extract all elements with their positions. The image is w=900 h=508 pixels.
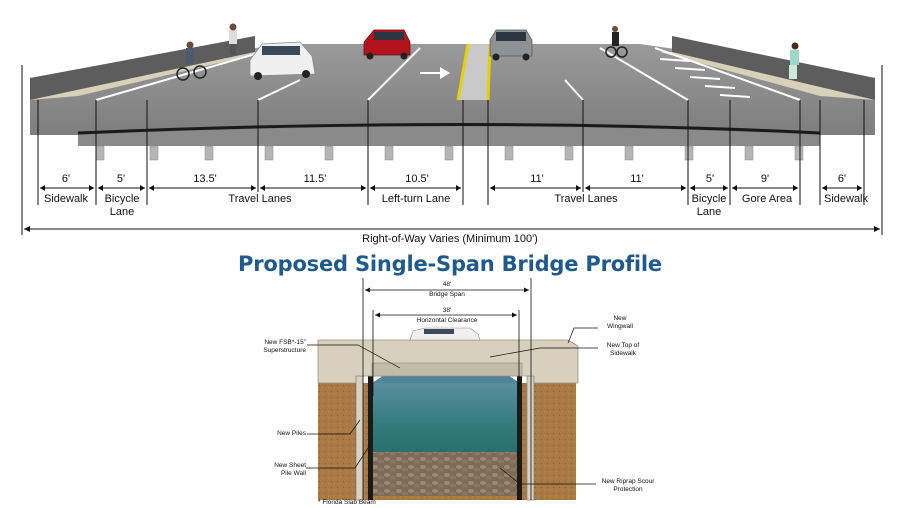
pile-left <box>355 375 364 501</box>
callout-wingwall-1: New <box>613 315 627 322</box>
right-sidewalk <box>660 52 875 100</box>
callout-piles: New Piles <box>277 430 306 437</box>
bridge-profile <box>306 278 598 501</box>
dim-gore: 9' <box>760 173 770 185</box>
label-bike-left-1: Bicycle <box>104 193 140 205</box>
turn-arrow-marking <box>420 67 450 79</box>
callout-top-sidewalk-1: New Top of <box>606 342 640 349</box>
span-value: 48' <box>442 281 452 288</box>
callout-superstructure-1: New FSB*-15" <box>264 339 306 346</box>
left-barrier <box>30 36 255 100</box>
label-left-turn: Left-turn Lane <box>381 193 451 205</box>
label-bike-right-1: Bicycle <box>691 193 727 205</box>
dim-bike-right: 5' <box>705 173 715 185</box>
callout-top-sidewalk-2: Sidewalk <box>609 350 636 357</box>
riprap <box>372 452 520 496</box>
page-title: Proposed Single-Span Bridge Profile <box>238 252 662 276</box>
label-travel-left: Travel Lanes <box>228 193 292 205</box>
label-sidewalk-left: Sidewalk <box>43 193 89 205</box>
callout-leaders <box>306 327 598 485</box>
road-surface <box>30 44 875 135</box>
pedestrian-right <box>789 42 799 79</box>
white-car <box>249 41 316 80</box>
dim-sidewalk-left: 6' <box>61 173 71 185</box>
label-gore: Gore Area <box>741 193 793 205</box>
dim-left-turn: 10.5' <box>405 173 429 185</box>
left-sidewalk <box>30 52 265 100</box>
cyclist-right <box>605 26 628 58</box>
pile-right <box>526 375 535 501</box>
pedestrian-left <box>229 23 237 55</box>
deck-edge <box>78 126 820 146</box>
label-travel-right: Travel Lanes <box>554 193 618 205</box>
roadway-cross-section <box>21 23 883 235</box>
bridge-car <box>409 327 481 341</box>
label-bike-left-2: Lane <box>109 206 135 218</box>
callout-riprap-2: Protection <box>613 486 643 493</box>
sheet-pile-right <box>517 376 522 500</box>
label-sidewalk-right: Sidewalk <box>823 193 869 205</box>
dimension-lines <box>21 65 883 235</box>
right-of-way-note: Right-of-Way Varies (Minimum 100') <box>362 233 538 245</box>
clear-value: 38' <box>442 307 452 314</box>
deck-supports <box>95 145 804 161</box>
callout-superstructure-2: Superstructure <box>263 347 306 354</box>
clear-label: Horizontal Clearance <box>416 317 478 324</box>
dim-bike-left: 5' <box>116 173 126 185</box>
right-barrier <box>672 36 875 100</box>
cyclist-left <box>176 41 207 81</box>
sheet-pile-left <box>368 376 373 500</box>
dim-sidewalk-right: 6' <box>837 173 847 185</box>
footnote: * Florida Slab Beam <box>318 499 376 506</box>
dim-travel-right-1: 11' <box>530 173 544 185</box>
span-label: Bridge Span <box>429 291 465 298</box>
label-bike-right-2: Lane <box>696 206 722 218</box>
grey-car <box>489 29 533 61</box>
dimension-arrowheads <box>24 185 880 232</box>
gore-hatch <box>659 58 751 98</box>
dim-travel-left-1: 13.5' <box>193 173 217 185</box>
callout-wingwall-2: Wingwall <box>606 323 633 330</box>
callout-sheet-1: New Sheet <box>274 462 306 469</box>
dim-travel-right-2: 11' <box>630 173 644 185</box>
dim-travel-left-2: 11.5' <box>303 173 327 185</box>
callout-sheet-2: Pile Wall <box>280 470 306 477</box>
red-car <box>363 29 411 60</box>
callout-riprap-1: New Riprap Scour <box>601 478 655 485</box>
lane-markings <box>95 47 801 101</box>
